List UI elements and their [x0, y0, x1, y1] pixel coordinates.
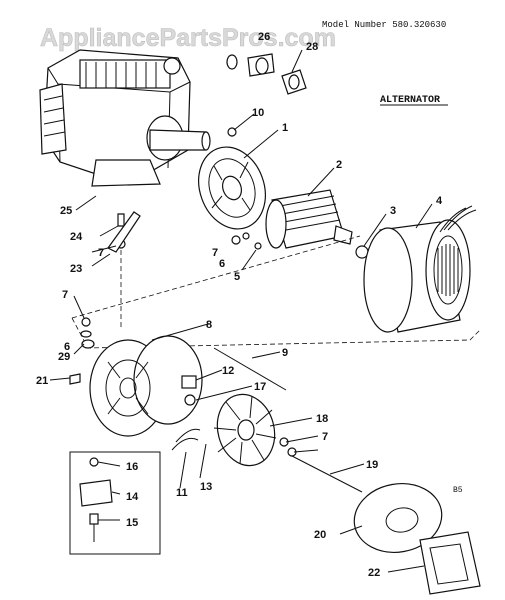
rectifier-inset: [69, 451, 161, 555]
engine-assembly: [39, 49, 211, 187]
callout-14: 14: [126, 491, 139, 503]
callout-11: 11: [176, 487, 188, 499]
end-cover: [353, 483, 443, 553]
long-bolt: [291, 455, 363, 493]
callout-19: 19: [366, 459, 378, 471]
callout-23: 23: [70, 263, 82, 275]
callout-9: 9: [282, 347, 288, 359]
gasket: [419, 531, 481, 595]
section-title: ALTERNATOR: [380, 95, 440, 106]
callout-20: 20: [314, 529, 326, 541]
callout-labels: 1 2 3 4 5 6 6 7 7 7 7 8 9 10 11 12 13 14…: [36, 31, 443, 579]
callout-15: 15: [126, 517, 138, 529]
callout-4: 4: [436, 195, 443, 207]
callout-26: 26: [258, 31, 270, 43]
callout-16: 16: [126, 461, 138, 473]
callout-21: 21: [36, 375, 48, 387]
callout-25: 25: [60, 205, 72, 217]
callout-6-upper: 6: [219, 258, 225, 270]
callout-24: 24: [70, 231, 83, 243]
rotor-plate: [198, 146, 266, 230]
watermark-text: AppliancePartsPros.com: [40, 24, 336, 52]
callout-28: 28: [306, 41, 318, 53]
small-nut: [184, 394, 196, 406]
callout-18: 18: [316, 413, 328, 425]
callout-7-mid-left: 7: [62, 289, 68, 301]
callout-7-lower: 7: [322, 431, 328, 443]
callout-22: 22: [368, 567, 380, 579]
tie-rod: [213, 347, 287, 391]
callout-3: 3: [390, 205, 396, 217]
callout-7-upper-left: 7: [98, 247, 104, 259]
callout-29: 29: [58, 351, 70, 363]
leader-lines: [49, 49, 433, 573]
callout-12: 12: [222, 365, 234, 377]
wire-lead: [171, 428, 201, 451]
fan-blade: [213, 393, 277, 467]
armature: [265, 189, 353, 249]
callout-10: 10: [252, 107, 264, 119]
callout-5: 5: [234, 271, 240, 283]
callout-1: 1: [282, 122, 288, 134]
model-number-label: Model Number 580.320630: [322, 20, 446, 30]
starter-parts: [226, 53, 307, 95]
callout-8: 8: [206, 319, 212, 331]
callout-2: 2: [336, 159, 342, 171]
rectifier: [181, 375, 197, 389]
stator-housing: [363, 205, 477, 333]
assembly-guide-lines: [71, 235, 481, 349]
callout-6-lower: 6: [64, 341, 70, 353]
callout-7-upper-right: 7: [212, 247, 218, 259]
callout-13: 13: [200, 481, 212, 493]
corner-code: B5: [453, 486, 463, 495]
callout-17: 17: [254, 381, 266, 393]
